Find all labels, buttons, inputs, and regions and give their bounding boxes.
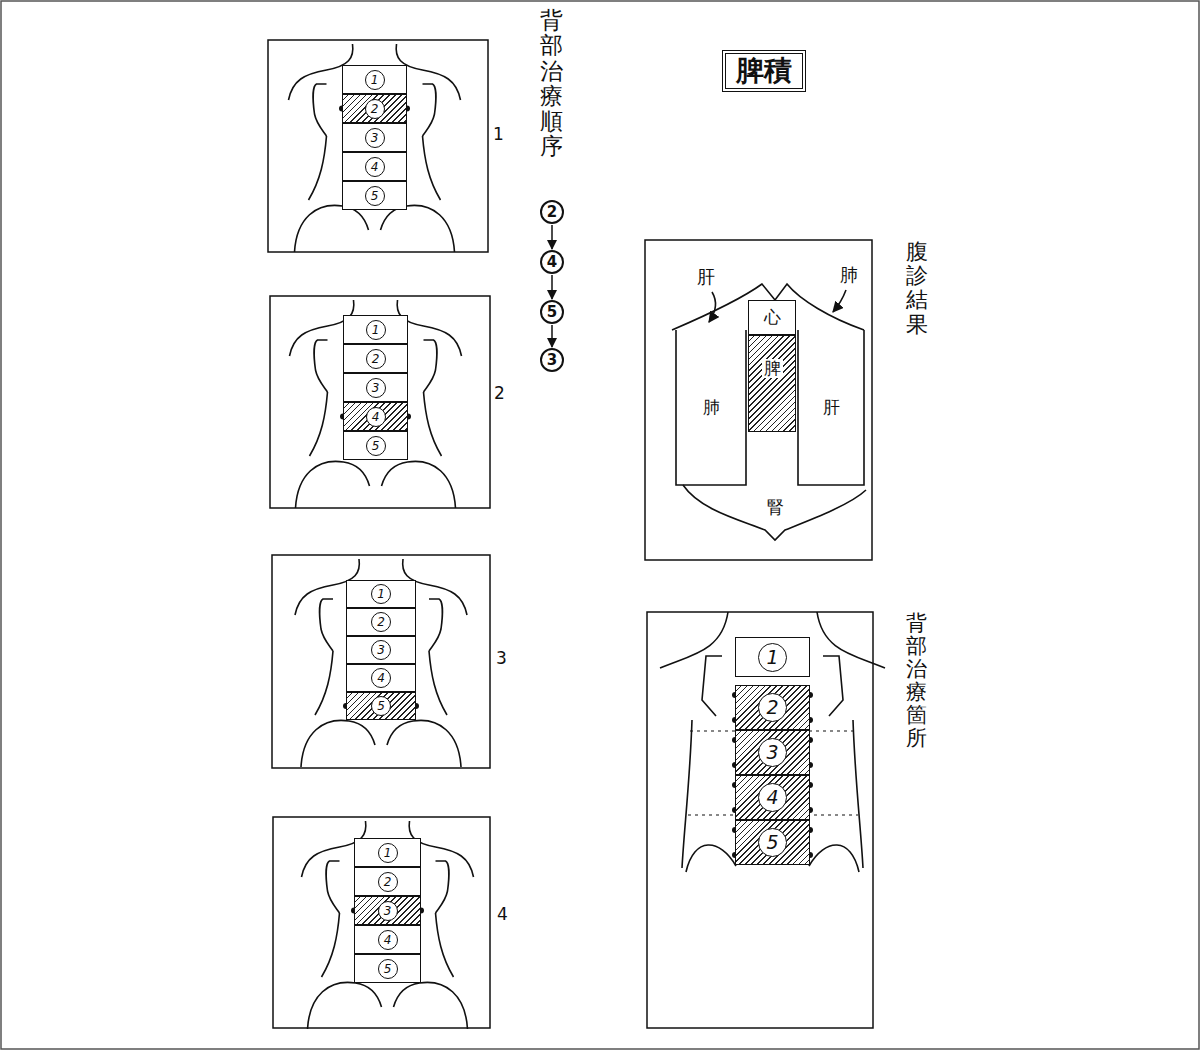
vertical-caption: 腹診結果: [906, 240, 928, 337]
vertical-caption: 背部治療順序: [540, 8, 563, 160]
order-circle: 2: [540, 200, 564, 224]
back-segment-box: 1: [354, 838, 421, 867]
back-segment-box: 3: [342, 123, 407, 152]
title-text: 脾積: [736, 54, 792, 87]
callout-number: 4: [365, 157, 385, 177]
callout-number: 5: [378, 959, 398, 979]
callout-number: 5: [758, 828, 787, 857]
callout-number: 3: [371, 640, 391, 660]
back-segment-box: 2: [354, 867, 421, 896]
back-segment-box: 3: [354, 896, 421, 925]
back-segment-box: 3: [343, 373, 408, 402]
organ-name: 肺: [703, 399, 720, 416]
organ-pointer-label: 肝: [697, 268, 715, 286]
back-segment-box: 4: [343, 402, 408, 431]
back-segment-box: 2: [342, 94, 407, 123]
callout-number: 1: [378, 843, 398, 863]
callout-number: 2: [547, 205, 557, 220]
treatment-dots: [339, 106, 813, 914]
back-segment-box: 5: [354, 954, 421, 983]
figure-number: 3: [496, 650, 507, 667]
callout-number: 4: [758, 783, 787, 812]
organ-region: 脾: [748, 335, 796, 432]
back-segment-box: 5: [342, 181, 407, 210]
callout-number: 4: [378, 930, 398, 950]
callout-number: 1: [371, 584, 391, 604]
order-circle: 3: [540, 348, 564, 372]
vertical-caption: 背部治療箇所: [906, 612, 927, 751]
callout-number: 2: [366, 349, 386, 369]
organ-name: 心: [764, 309, 781, 326]
callout-number: 3: [365, 128, 385, 148]
back-segment-box: 1: [735, 637, 810, 677]
callout-number: 2: [758, 693, 787, 722]
order-arrow: [551, 225, 553, 249]
back-segment-box: 5: [735, 820, 810, 865]
callout-number: 5: [366, 436, 386, 456]
callout-number: 1: [365, 70, 385, 90]
organ-region: 肺: [676, 330, 746, 485]
callout-number: 4: [371, 668, 391, 688]
title-box: 脾積: [722, 50, 806, 92]
organ-region: 肝: [798, 330, 864, 485]
callout-number: 4: [547, 255, 557, 270]
order-arrow: [551, 325, 553, 347]
back-segment-box: 1: [343, 315, 408, 344]
back-segment-box: 4: [346, 664, 416, 692]
back-segment-box: 2: [346, 608, 416, 636]
callout-number: 1: [366, 320, 386, 340]
back-segment-box: 2: [343, 344, 408, 373]
order-circle: 4: [540, 250, 564, 274]
back-segment-box: 4: [342, 152, 407, 181]
figure-number: 2: [494, 385, 505, 402]
back-dotted-lines: [688, 731, 858, 815]
callout-number: 5: [365, 186, 385, 206]
back-segment-box: 4: [735, 775, 810, 820]
callout-number: 3: [758, 738, 787, 767]
callout-number: 3: [547, 353, 557, 368]
callout-number: 2: [371, 612, 391, 632]
organ-name: 脾: [762, 359, 783, 378]
callout-number: 3: [366, 378, 386, 398]
order-circle: 5: [540, 300, 564, 324]
back-segment-box: 3: [735, 730, 810, 775]
callout-number: 5: [547, 305, 557, 320]
callout-number: 2: [378, 872, 398, 892]
callout-number: 3: [378, 901, 398, 921]
back-segment-box: 3: [346, 636, 416, 664]
figure-number: 1: [493, 126, 504, 143]
callout-number: 4: [366, 407, 386, 427]
order-arrow: [551, 275, 553, 299]
back-segment-box: 4: [354, 925, 421, 954]
callout-number: 5: [371, 696, 391, 716]
back-segment-box: 5: [346, 692, 416, 720]
figure-number: 4: [497, 906, 508, 923]
back-segment-box: 1: [346, 580, 416, 608]
back-segment-box: 1: [342, 65, 407, 94]
organ-pointer-label: 肺: [840, 266, 858, 284]
organ-region: 心: [748, 300, 796, 335]
back-segment-box: 2: [735, 685, 810, 730]
torso-outline: [289, 44, 886, 1029]
callout-number: 2: [365, 99, 385, 119]
organ-name: 腎: [767, 499, 784, 516]
abdomen-outline: [672, 284, 866, 540]
callout-number: 1: [758, 643, 787, 672]
figure-frames: [268, 40, 873, 1028]
organ-name: 肝: [823, 399, 840, 416]
organ-region: 腎: [720, 488, 830, 526]
back-segment-box: 5: [343, 431, 408, 460]
